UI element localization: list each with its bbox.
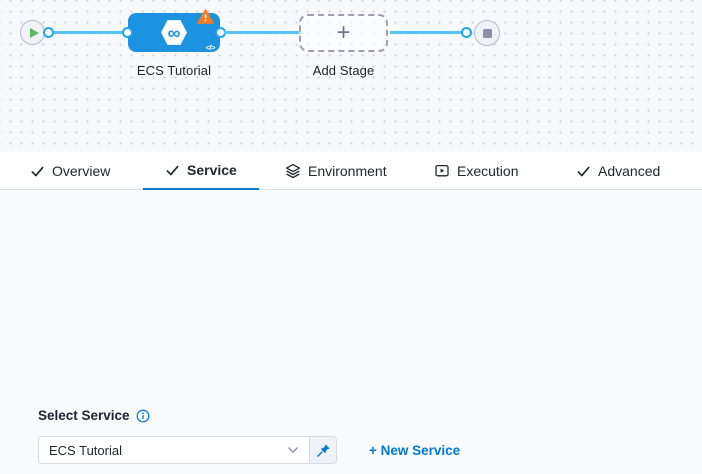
tab-execution[interactable]: Execution — [412, 152, 540, 190]
pin-icon — [316, 443, 330, 457]
tab-overview[interactable]: Overview — [8, 152, 132, 190]
pin-button[interactable] — [309, 436, 337, 464]
pipeline-end-node[interactable] — [474, 20, 500, 46]
chevron-down-icon — [288, 447, 298, 453]
stage-label[interactable]: ECS Tutorial — [136, 63, 212, 78]
add-stage-button[interactable]: + — [299, 14, 388, 52]
select-service-label: Select Service — [38, 408, 130, 423]
service-select-dropdown[interactable]: ECS Tutorial — [38, 436, 310, 464]
select-service-label-row: Select Service — [38, 408, 150, 423]
stop-icon — [482, 28, 492, 38]
cd-stage-icon: ∞ — [161, 20, 187, 45]
select-service-row: ECS Tutorial + New Service — [38, 436, 460, 464]
tab-service[interactable]: Service — [143, 152, 259, 190]
info-icon[interactable] — [136, 409, 150, 423]
tab-label: Service — [187, 162, 237, 178]
play-icon — [29, 27, 39, 38]
check-icon — [577, 166, 590, 176]
connector-line — [390, 31, 465, 34]
code-icon[interactable]: </> — [205, 43, 216, 52]
stage-node-ecs-tutorial[interactable]: ∞ </> — [122, 9, 226, 52]
connector-port[interactable] — [122, 27, 133, 38]
tab-advanced[interactable]: Advanced — [554, 152, 682, 190]
new-service-link[interactable]: + New Service — [369, 442, 461, 458]
connector-port[interactable] — [461, 27, 472, 38]
service-select-value: ECS Tutorial — [49, 442, 122, 458]
connector-line — [48, 31, 130, 34]
check-icon — [166, 165, 179, 175]
service-tab-panel: Select Service ECS Tutorial + New Servic… — [0, 191, 702, 474]
tab-environment[interactable]: Environment — [263, 152, 409, 190]
tab-label: Environment — [308, 163, 387, 179]
connector-port[interactable] — [43, 27, 54, 38]
pipeline-canvas: ∞ </> ECS Tutorial + Add Stage — [0, 0, 702, 152]
add-stage-label[interactable]: Add Stage — [312, 63, 375, 78]
infinity-glyph: ∞ — [167, 22, 181, 43]
execution-icon — [435, 164, 449, 177]
plus-icon: + — [336, 19, 351, 46]
check-icon — [31, 166, 44, 176]
tab-label: Execution — [457, 163, 519, 179]
connector-line — [224, 31, 301, 34]
warning-icon — [197, 9, 214, 24]
tab-label: Overview — [52, 163, 111, 179]
layers-icon — [285, 163, 301, 179]
stage-tabbar: Overview Service Environment Execution A… — [0, 152, 702, 190]
tab-label: Advanced — [598, 163, 661, 179]
pipeline-start-node[interactable] — [20, 20, 45, 45]
